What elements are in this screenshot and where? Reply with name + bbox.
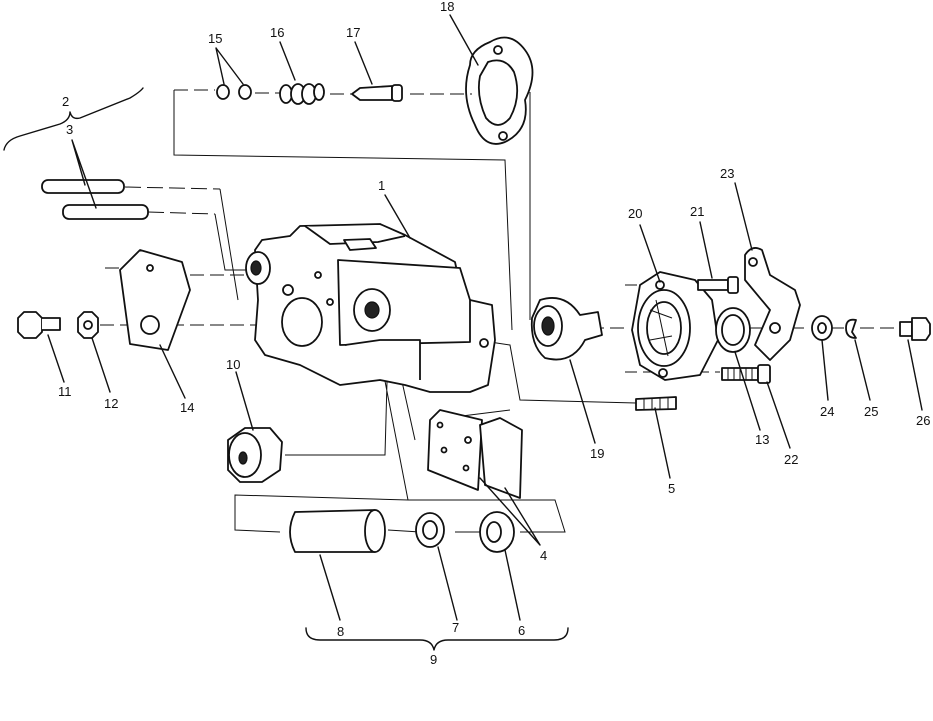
leader-12 (91, 337, 111, 393)
callout-26: 26 (916, 413, 930, 428)
part-26-bolt (899, 317, 931, 341)
part-16-spring (279, 83, 325, 105)
leader-16 (279, 41, 296, 81)
leader-5 (654, 407, 671, 479)
callout-6: 6 (518, 623, 525, 638)
part-20-housing (631, 271, 719, 381)
callout-5: 5 (668, 481, 675, 496)
part-15-o-rings (216, 84, 252, 100)
callout-10: 10 (226, 357, 240, 372)
leader-21 (699, 221, 713, 279)
callout-20: 20 (628, 206, 642, 221)
callout-14: 14 (180, 400, 194, 415)
part-6-ring (479, 511, 515, 553)
leader-10 (235, 371, 254, 431)
leader-25 (854, 339, 871, 401)
leader-8 (319, 554, 341, 621)
leader-7 (437, 546, 458, 621)
callout-9: 9 (430, 652, 437, 667)
leader-14 (159, 344, 186, 399)
callout-2: 2 (62, 94, 69, 109)
callout-23: 23 (720, 166, 734, 181)
part-19-adjuster (530, 297, 603, 361)
callout-3: 3 (66, 122, 73, 137)
callout-18: 18 (440, 0, 454, 14)
part-7-ring (415, 512, 445, 548)
leader-11 (47, 334, 65, 383)
part-10-nut (227, 427, 283, 483)
part-12-nut (77, 311, 99, 339)
callout-8: 8 (337, 624, 344, 639)
part-17-pin (351, 84, 403, 102)
center-line-pin-guides (214, 188, 255, 301)
leader-17 (354, 41, 373, 85)
part-11-bolt (17, 311, 61, 339)
leader-1 (384, 194, 411, 239)
callout-21: 21 (690, 204, 704, 219)
callout-13: 13 (755, 432, 769, 447)
center-line-top-frame (173, 90, 513, 331)
callout-11: 11 (58, 384, 72, 399)
leader-23 (734, 182, 753, 251)
bracket-2 (3, 87, 144, 151)
callout-25: 25 (864, 404, 878, 419)
leader-18 (449, 14, 479, 66)
part-18-gasket (465, 36, 534, 145)
part-22-bolt (721, 364, 771, 384)
part-5-bleeder (635, 396, 677, 411)
leader-6 (504, 549, 521, 621)
leader-26 (907, 339, 923, 411)
center-line-bleeder (489, 341, 639, 404)
leader-15 (215, 47, 244, 85)
part-24-washer (811, 315, 833, 341)
leader-3 (71, 139, 97, 209)
part-3-pins (41, 179, 149, 220)
leader-24 (821, 339, 829, 401)
callout-7: 7 (452, 620, 459, 635)
part-1-caliper-body (245, 223, 496, 393)
part-8-piston (289, 509, 386, 553)
callout-17: 17 (346, 25, 360, 40)
part-14-plate (119, 249, 191, 351)
leader-20 (639, 224, 661, 283)
part-23-arm (744, 246, 801, 361)
leader-19 (569, 359, 596, 444)
callout-12: 12 (104, 396, 118, 411)
bracket-9 (305, 627, 569, 651)
callout-24: 24 (820, 404, 834, 419)
part-25-clip (845, 318, 857, 339)
callout-15: 15 (208, 31, 222, 46)
callout-4: 4 (540, 548, 547, 563)
callout-19: 19 (590, 446, 604, 461)
part-13-ring (715, 307, 751, 353)
center-line-pins (124, 186, 221, 215)
leader-22 (766, 381, 791, 449)
leader-13 (734, 351, 761, 431)
callout-16: 16 (270, 25, 284, 40)
part-21-bolt (697, 276, 739, 294)
callout-1: 1 (378, 178, 385, 193)
leader-4 (479, 477, 541, 546)
callout-22: 22 (784, 452, 798, 467)
center-line-lower (234, 344, 566, 533)
center-line-top (174, 89, 472, 95)
part-4-brake-pads (427, 409, 523, 499)
